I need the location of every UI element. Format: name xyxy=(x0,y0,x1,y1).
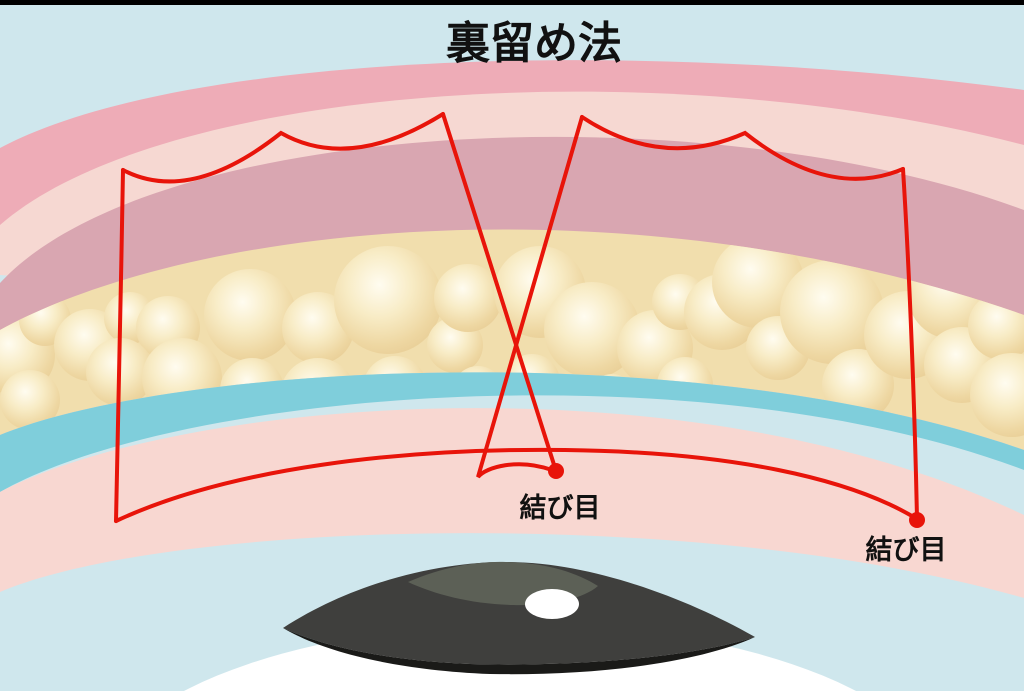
fat-cell xyxy=(0,370,60,430)
right-suture-crossing-pass xyxy=(476,115,584,479)
conjunctiva-layer xyxy=(0,408,1024,598)
left-knot-dot xyxy=(548,463,564,479)
suture-threads xyxy=(114,112,919,523)
tarsus-layer xyxy=(0,372,1024,492)
fat-cell xyxy=(544,282,640,378)
eye-highlight xyxy=(525,589,579,619)
deep-suture-arc xyxy=(114,447,919,523)
fat-cell xyxy=(970,353,1024,437)
left-suture-needle-pass xyxy=(441,112,558,473)
fat-cell xyxy=(780,260,884,364)
knot-label-right: 結び目 xyxy=(866,534,947,566)
eye-body xyxy=(283,561,755,665)
fat-cell xyxy=(334,246,442,354)
right-suture-top-scallops xyxy=(580,115,905,181)
right-suture-right-pass xyxy=(901,167,919,521)
left-suture-left-pass xyxy=(114,168,125,523)
right-knot-dot xyxy=(909,512,925,528)
lash-line xyxy=(283,628,755,675)
page-title: 裏留め法 xyxy=(446,18,622,69)
fat-cell xyxy=(434,264,502,332)
knot-label-left: 結び目 xyxy=(520,492,601,524)
fat-cell xyxy=(204,269,296,361)
top-border-bar xyxy=(0,0,1024,5)
left-suture-top-scallops xyxy=(121,112,445,184)
